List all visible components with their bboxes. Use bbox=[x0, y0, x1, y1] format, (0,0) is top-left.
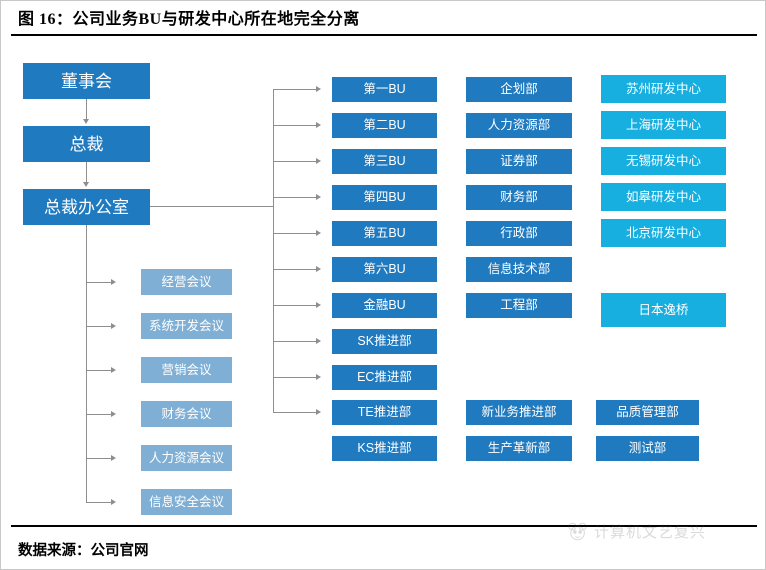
bu-branch-9 bbox=[273, 377, 317, 379]
node-department-5[interactable]: 信息技术部 bbox=[466, 257, 572, 282]
node-rd-center-0[interactable]: 苏州研发中心 bbox=[601, 75, 726, 103]
node-quality-0[interactable]: 品质管理部 bbox=[596, 400, 699, 425]
node-department-1[interactable]: 人力资源部 bbox=[466, 113, 572, 138]
connector-office-to-bu-trunk bbox=[150, 206, 274, 208]
node-committee-0[interactable]: 经营会议 bbox=[141, 269, 232, 295]
node-rd-center-1[interactable]: 上海研发中心 bbox=[601, 111, 726, 139]
node-rd-center-5[interactable]: 日本逸桥 bbox=[601, 293, 726, 327]
bu-arrow-4 bbox=[316, 193, 321, 200]
committee-branch-6 bbox=[86, 502, 112, 504]
bu-branch-4 bbox=[273, 197, 317, 199]
footer-rule bbox=[11, 525, 757, 527]
node-bu-5[interactable]: 第六BU bbox=[332, 257, 437, 282]
node-bu-2[interactable]: 第三BU bbox=[332, 149, 437, 174]
committee-arrow-5 bbox=[111, 454, 116, 461]
node-committee-4[interactable]: 人力资源会议 bbox=[141, 445, 232, 471]
node-board[interactable]: 董事会 bbox=[23, 63, 150, 99]
bu-branch-3 bbox=[273, 161, 317, 163]
arrow-board-to-president bbox=[83, 119, 89, 124]
bu-branch-6 bbox=[273, 269, 317, 271]
watermark: 计算机文艺复兴 bbox=[567, 521, 706, 542]
node-department-extra-1[interactable]: 生产革新部 bbox=[466, 436, 572, 461]
committee-arrow-6 bbox=[111, 498, 116, 505]
figure-title: 图 16：公司业务BU与研发中心所在地完全分离 bbox=[18, 11, 360, 28]
bu-arrow-7 bbox=[316, 301, 321, 308]
bu-arrow-3 bbox=[316, 157, 321, 164]
node-bu-3[interactable]: 第四BU bbox=[332, 185, 437, 210]
bu-arrow-2 bbox=[316, 121, 321, 128]
node-bu-1[interactable]: 第二BU bbox=[332, 113, 437, 138]
bu-branch-7 bbox=[273, 305, 317, 307]
node-department-3[interactable]: 财务部 bbox=[466, 185, 572, 210]
bu-arrow-1 bbox=[316, 85, 321, 92]
node-rd-center-4[interactable]: 北京研发中心 bbox=[601, 219, 726, 247]
node-bu-10[interactable]: KS推进部 bbox=[332, 436, 437, 461]
node-bu-8[interactable]: EC推进部 bbox=[332, 365, 437, 390]
committee-arrow-4 bbox=[111, 410, 116, 417]
node-bu-6[interactable]: 金融BU bbox=[332, 293, 437, 318]
connector-board-to-president bbox=[86, 99, 88, 120]
panda-logo-icon bbox=[568, 522, 587, 540]
node-department-4[interactable]: 行政部 bbox=[466, 221, 572, 246]
bu-arrow-10 bbox=[316, 408, 321, 415]
node-president-office[interactable]: 总裁办公室 bbox=[23, 189, 150, 225]
node-bu-9[interactable]: TE推进部 bbox=[332, 400, 437, 425]
bu-branch-2 bbox=[273, 125, 317, 127]
node-quality-1[interactable]: 测试部 bbox=[596, 436, 699, 461]
bu-branch-1 bbox=[273, 89, 317, 91]
node-rd-center-3[interactable]: 如皋研发中心 bbox=[601, 183, 726, 211]
node-bu-0[interactable]: 第一BU bbox=[332, 77, 437, 102]
bu-branch-5 bbox=[273, 233, 317, 235]
committee-arrow-1 bbox=[111, 278, 116, 285]
committee-branch-5 bbox=[86, 458, 112, 460]
node-department-0[interactable]: 企划部 bbox=[466, 77, 572, 102]
source-note: 数据来源：公司官网 bbox=[18, 543, 149, 559]
node-bu-4[interactable]: 第五BU bbox=[332, 221, 437, 246]
node-bu-7[interactable]: SK推进部 bbox=[332, 329, 437, 354]
bu-arrow-9 bbox=[316, 373, 321, 380]
bu-arrow-5 bbox=[316, 229, 321, 236]
watermark-text: 计算机文艺复兴 bbox=[594, 524, 707, 541]
committee-branch-4 bbox=[86, 414, 112, 416]
node-committee-1[interactable]: 系统开发会议 bbox=[141, 313, 232, 339]
committee-branch-2 bbox=[86, 326, 112, 328]
bu-branch-10 bbox=[273, 412, 317, 414]
node-president[interactable]: 总裁 bbox=[23, 126, 150, 162]
node-committee-3[interactable]: 财务会议 bbox=[141, 401, 232, 427]
node-department-2[interactable]: 证券部 bbox=[466, 149, 572, 174]
node-committee-2[interactable]: 营销会议 bbox=[141, 357, 232, 383]
committee-arrow-2 bbox=[111, 322, 116, 329]
connector-president-to-office bbox=[86, 162, 88, 183]
committee-branch-3 bbox=[86, 370, 112, 372]
header-rule bbox=[11, 34, 757, 36]
arrow-president-to-office bbox=[83, 182, 89, 187]
bu-arrow-8 bbox=[316, 337, 321, 344]
bu-arrow-6 bbox=[316, 265, 321, 272]
committee-branch-1 bbox=[86, 282, 112, 284]
committee-trunk bbox=[86, 225, 88, 502]
bu-trunk bbox=[273, 89, 275, 412]
node-department-extra-0[interactable]: 新业务推进部 bbox=[466, 400, 572, 425]
node-rd-center-2[interactable]: 无锡研发中心 bbox=[601, 147, 726, 175]
bu-branch-8 bbox=[273, 341, 317, 343]
committee-arrow-3 bbox=[111, 366, 116, 373]
node-department-6[interactable]: 工程部 bbox=[466, 293, 572, 318]
node-committee-5[interactable]: 信息安全会议 bbox=[141, 489, 232, 515]
